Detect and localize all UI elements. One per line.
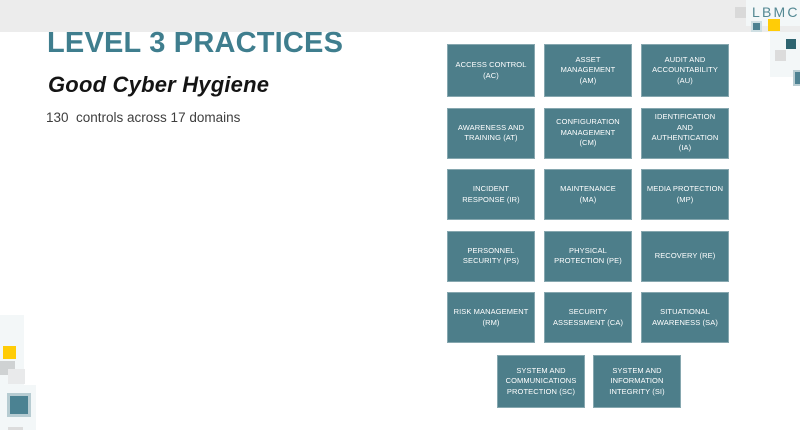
domain-box-am: ASSET MANAGEMENT (AM) bbox=[544, 44, 632, 97]
domain-box-ir: INCIDENT RESPONSE (IR) bbox=[447, 169, 535, 220]
domain-box-at: AWARENESS AND TRAINING (AT) bbox=[447, 107, 535, 159]
domain-box-si: SYSTEM AND INFORMATION INTEGRITY (SI) bbox=[593, 355, 681, 408]
decor-square-gray-top-2 bbox=[775, 50, 786, 61]
decor-square-gray-bottom-2 bbox=[8, 369, 25, 384]
decor-square-teal-bottom bbox=[7, 393, 31, 417]
domain-box-sa: SITUATIONAL AWARENESS (SA) bbox=[641, 292, 729, 343]
decor-square-teal-edge bbox=[793, 70, 800, 86]
domain-grid: ACCESS CONTROL (AC) ASSET MANAGEMENT (AM… bbox=[447, 44, 729, 343]
decor-square-yellow-bottom bbox=[3, 346, 16, 359]
domain-box-ma: MAINTENANCE (MA) bbox=[544, 169, 632, 220]
domain-box-rm: RISK MANAGEMENT (RM) bbox=[447, 292, 535, 343]
domain-box-pe: PHYSICAL PROTECTION (PE) bbox=[544, 230, 632, 282]
lbmc-logo: LBMC bbox=[752, 4, 800, 20]
domain-box-ca: SECURITY ASSESSMENT (CA) bbox=[544, 292, 632, 343]
domain-box-ia: IDENTIFICATION AND AUTHENTICATION (IA) bbox=[641, 107, 729, 159]
decor-square-darkteal-top bbox=[786, 39, 796, 49]
decor-square-teal-top bbox=[751, 21, 762, 32]
domain-box-au: AUDIT AND ACCOUNTABILITY (AU) bbox=[641, 44, 729, 97]
domain-box-re: RECOVERY (RE) bbox=[641, 230, 729, 282]
domain-box-sc: SYSTEM AND COMMUNICATIONS PROTECTION (SC… bbox=[497, 355, 585, 408]
domain-box-cm: CONFIGURATION MANAGEMENT (CM) bbox=[544, 107, 632, 159]
slide-subtitle: Good Cyber Hygiene bbox=[48, 72, 270, 97]
decor-square-gray-top bbox=[735, 7, 746, 18]
decor-square-yellow-top bbox=[768, 19, 780, 31]
domain-box-mp: MEDIA PROTECTION (MP) bbox=[641, 169, 729, 220]
controls-summary-text: 130 controls across 17 domains bbox=[46, 110, 241, 125]
domain-box-ac: ACCESS CONTROL (AC) bbox=[447, 44, 535, 97]
page-title: LEVEL 3 PRACTICES bbox=[47, 27, 344, 59]
domain-box-ps: PERSONNEL SECURITY (PS) bbox=[447, 230, 535, 282]
subtitle-band bbox=[0, 0, 800, 32]
decor-square-gray-bottom-3 bbox=[8, 427, 23, 430]
